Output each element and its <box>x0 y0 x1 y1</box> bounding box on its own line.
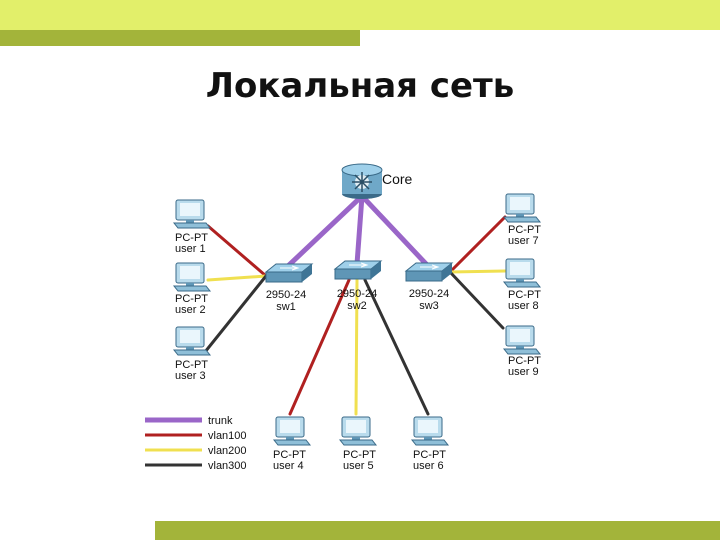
pc-name-label: user 2 <box>175 304 206 316</box>
switch-model-label: 2950-24 <box>409 288 449 300</box>
monitor-stand <box>424 437 432 440</box>
screen <box>280 420 300 433</box>
pc-type-label: PC-PT <box>508 289 541 301</box>
monitor-stand <box>186 347 194 350</box>
pc-pc6[interactable] <box>410 416 450 446</box>
switch-side-face <box>442 263 452 281</box>
switch-front-face <box>405 270 443 282</box>
link-sw2-pc6 <box>363 278 430 416</box>
link-core-sw2 <box>354 193 365 267</box>
switch-model-label: 2950-24 <box>266 289 306 301</box>
pc-name-label: user 3 <box>175 370 206 382</box>
link-sw2-pc5 <box>354 278 359 416</box>
pc-name-label: user 9 <box>508 366 539 378</box>
pc-type-label: PC-PT <box>175 232 208 244</box>
core-switch[interactable] <box>341 163 383 199</box>
keyboard-icon <box>172 349 212 356</box>
switch-model-label: 2950-24 <box>337 288 377 300</box>
keyboard-icon <box>502 281 542 288</box>
switch-side-face <box>371 261 381 279</box>
keyboard-icon <box>502 348 542 355</box>
pc-pc7[interactable] <box>502 193 542 223</box>
link-sw2-pc4 <box>288 278 351 416</box>
switch-sw3[interactable] <box>404 262 454 282</box>
screen <box>346 420 366 433</box>
nodes-layer: Core2950-24sw12950-24sw22950-24sw3PC-PTu… <box>172 163 542 472</box>
monitor-stand <box>186 283 194 286</box>
legend-label-vlan300: vlan300 <box>208 460 247 472</box>
pc-type-label: PC-PT <box>343 449 376 461</box>
link-sw3-pc8 <box>448 269 507 274</box>
pc-type-label: PC-PT <box>175 293 208 305</box>
top-accent-band <box>0 0 720 30</box>
keyboard-icon <box>172 222 212 229</box>
pc-type-label: PC-PT <box>273 449 306 461</box>
switch-side-face <box>302 264 312 282</box>
pc-pc1[interactable] <box>172 199 212 229</box>
switch-sw2[interactable] <box>333 260 383 280</box>
screen <box>180 330 200 343</box>
slide-title: Локальная сеть <box>205 66 515 106</box>
pc-name-label: user 6 <box>413 460 444 472</box>
switch-sw1[interactable] <box>264 263 314 283</box>
link-sw1-pc3 <box>203 274 268 354</box>
bottom-accent-bar <box>155 521 720 540</box>
pc-type-label: PC-PT <box>508 355 541 367</box>
screen <box>180 203 200 216</box>
link-core-sw3 <box>359 193 431 269</box>
screen <box>510 262 530 275</box>
legend: trunk vlan100 vlan200 vlan300 <box>145 415 247 472</box>
pc-pc9[interactable] <box>502 325 542 355</box>
keyboard-icon <box>410 439 450 446</box>
keyboard-icon <box>272 439 312 446</box>
switch-arrows-icon <box>420 264 440 270</box>
switch-name-label: sw1 <box>276 301 296 313</box>
keyboard-icon <box>172 285 212 292</box>
switch-arrows-icon <box>280 265 300 271</box>
pc-pc3[interactable] <box>172 326 212 356</box>
legend-label-vlan100: vlan100 <box>208 430 247 442</box>
legend-label-trunk: trunk <box>208 415 233 427</box>
link-sw1-pc2 <box>206 274 268 282</box>
keyboard-icon <box>502 216 542 223</box>
switch-arrows-icon <box>349 262 369 268</box>
arrows-icon <box>352 172 372 192</box>
screen <box>180 266 200 279</box>
switch-front-face <box>334 268 372 280</box>
pc-name-label: user 1 <box>175 243 206 255</box>
monitor-stand <box>516 346 524 349</box>
pc-pc2[interactable] <box>172 262 212 292</box>
screen <box>418 420 438 433</box>
monitor-stand <box>352 437 360 440</box>
screen <box>510 329 530 342</box>
legend-label-vlan200: vlan200 <box>208 445 247 457</box>
link-sw3-pc9 <box>448 270 505 330</box>
links-layer <box>203 193 507 416</box>
switch-name-label: sw3 <box>419 300 439 312</box>
monitor-stand <box>516 279 524 282</box>
pc-name-label: user 5 <box>343 460 374 472</box>
pc-pc8[interactable] <box>502 258 542 288</box>
pc-type-label: PC-PT <box>508 224 541 236</box>
screen <box>510 197 530 210</box>
link-sw1-pc1 <box>206 224 268 278</box>
monitor-stand <box>516 214 524 217</box>
switch-name-label: sw2 <box>347 300 367 312</box>
pc-name-label: user 8 <box>508 300 539 312</box>
pc-type-label: PC-PT <box>175 359 208 371</box>
pc-pc5[interactable] <box>338 416 378 446</box>
pc-name-label: user 7 <box>508 235 539 247</box>
link-core-sw1 <box>285 193 365 269</box>
monitor-stand <box>286 437 294 440</box>
top-accent-bar <box>0 30 360 46</box>
switch-front-face <box>265 271 303 283</box>
pc-name-label: user 4 <box>273 460 304 472</box>
monitor-stand <box>186 220 194 223</box>
keyboard-icon <box>338 439 378 446</box>
link-sw3-pc7 <box>448 215 507 274</box>
pc-pc4[interactable] <box>272 416 312 446</box>
core-label: Core <box>382 171 413 187</box>
pc-type-label: PC-PT <box>413 449 446 461</box>
